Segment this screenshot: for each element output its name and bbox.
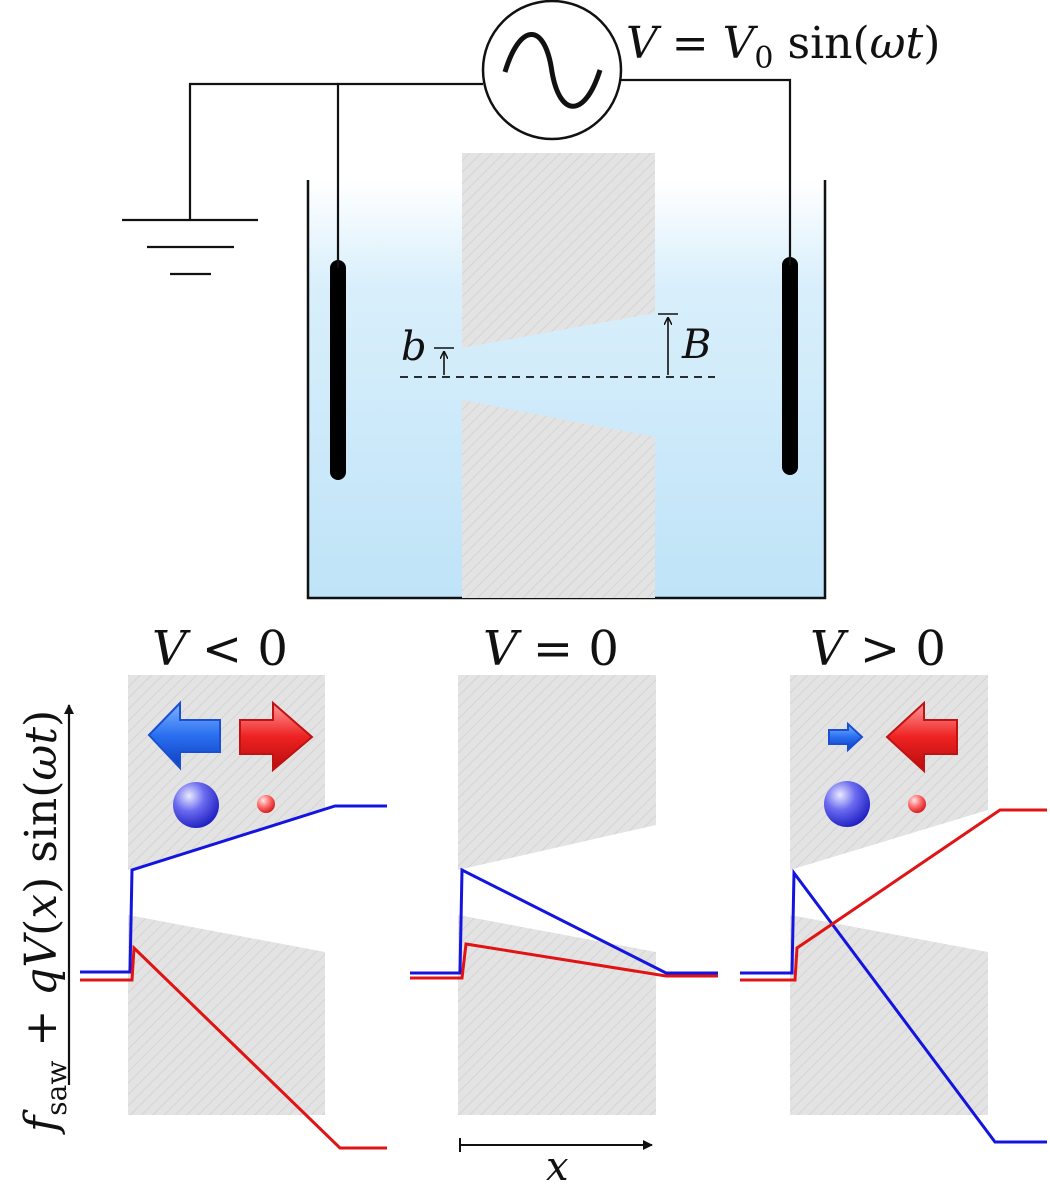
membrane-lower bbox=[790, 915, 988, 1115]
panel-title: V > 0 bbox=[810, 621, 946, 677]
ground-icon bbox=[122, 218, 258, 276]
cell-schematic: b B V = V0 sin(ωt) bbox=[122, 0, 940, 600]
membrane-upper bbox=[462, 153, 655, 348]
blue-potential bbox=[740, 868, 1047, 1144]
membrane-upper bbox=[458, 675, 656, 870]
panel-zero: V = 0 bbox=[410, 621, 718, 1115]
x-axis: x bbox=[459, 1138, 653, 1184]
wire-right bbox=[621, 78, 792, 265]
membrane-upper bbox=[790, 675, 988, 870]
gap-B-label: B bbox=[681, 322, 711, 368]
large-blue-ion bbox=[824, 781, 870, 827]
red-potential bbox=[410, 942, 718, 980]
red-arrow-right bbox=[239, 700, 314, 773]
wire-ground bbox=[188, 82, 338, 220]
blue-arrow-left bbox=[147, 700, 221, 771]
red-potential bbox=[740, 808, 1047, 982]
membrane-lower bbox=[128, 915, 325, 1115]
blue-potential bbox=[80, 804, 387, 974]
membrane-lower bbox=[462, 400, 655, 598]
panel-title: V = 0 bbox=[483, 621, 619, 677]
gap-b-label: b bbox=[401, 324, 427, 370]
panel-negative: V < 0 bbox=[80, 621, 387, 1150]
ac-source-icon bbox=[481, 0, 623, 141]
panel-positive: V > 0 bbox=[740, 621, 1047, 1144]
small-red-ion bbox=[257, 795, 275, 813]
source-label: V = V0 sin(ωt) bbox=[626, 18, 940, 76]
blue-potential bbox=[410, 867, 718, 975]
red-arrow-left bbox=[885, 700, 958, 774]
small-red-ion bbox=[908, 795, 926, 813]
x-axis-label: x bbox=[546, 1144, 569, 1184]
y-axis: fsaw + qV(x) sin(ωt) bbox=[16, 704, 74, 1135]
membrane-lower bbox=[458, 915, 656, 1115]
red-potential bbox=[80, 944, 387, 1150]
panel-title: V < 0 bbox=[152, 621, 288, 677]
blue-arrow-right bbox=[828, 721, 864, 753]
large-blue-ion bbox=[173, 782, 219, 828]
y-axis-label: fsaw + qV(x) sin(ωt) bbox=[16, 710, 73, 1135]
